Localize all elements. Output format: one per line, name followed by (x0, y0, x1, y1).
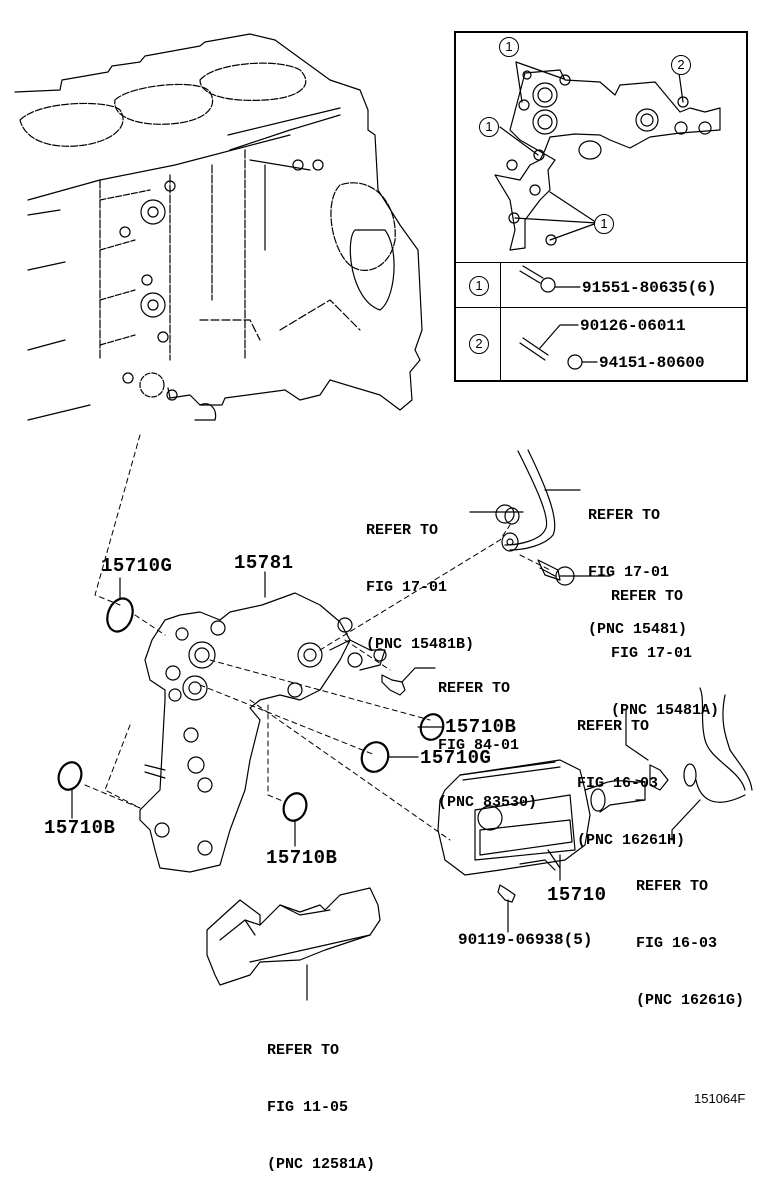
assembly-leader-lines (84, 434, 551, 841)
reference-note-83530: REFER TO FIG 84-01 (PNC 83530) (438, 680, 538, 811)
part-number-91551-80635: 91551-80635(6) (582, 279, 717, 297)
engine-block-illustration (14, 33, 423, 421)
oil-cooler-illustration (437, 759, 646, 933)
part-number-90126-06011: 90126-06011 (580, 317, 686, 335)
inset-gasket-outline (494, 61, 721, 251)
part-label-15710b-left: 15710B (44, 817, 116, 839)
part-label-15710g-mid: 15710G (420, 747, 492, 769)
reference-note-16261h: REFER TO FIG 16-03 (PNC 16261H) (577, 718, 686, 849)
callout-2: 2 (671, 55, 691, 75)
oil-cooler-bracket-illustration (139, 592, 387, 873)
inset-row-divider (454, 262, 748, 263)
reference-note-15481: REFER TO FIG 17-01 (PNC 15481) (588, 507, 688, 638)
inset-panel (454, 31, 748, 382)
oil-pan-baffle-illustration (206, 887, 381, 1001)
part-label-15710b-bottom: 15710B (266, 847, 338, 869)
exploded-parts-drawing (14, 33, 753, 1001)
inset-column-divider (500, 262, 501, 382)
water-hose-illustration (625, 687, 753, 841)
callout-1: 1 (499, 37, 519, 57)
oil-pipe-illustration (469, 449, 611, 586)
part-label-15710: 15710 (547, 884, 607, 906)
reference-note-12581a: REFER TO FIG 11-05 (PNC 12581A) (267, 1042, 376, 1173)
part-label-15710g-top: 15710G (101, 555, 173, 577)
inset-bolt-icons (519, 265, 598, 370)
part-label-leaders (71, 571, 443, 847)
figure-id: 151064F (694, 1091, 746, 1106)
inset-row-divider (454, 307, 748, 308)
table-key-1: 1 (469, 276, 489, 296)
callout-1: 1 (479, 117, 499, 137)
part-label-15781: 15781 (234, 552, 294, 574)
part-label-90119-06938: 90119-06938(5) (458, 931, 593, 949)
part-number-94151-80600: 94151-80600 (599, 354, 705, 372)
reference-note-16261g: REFER TO FIG 16-03 (PNC 16261G) (636, 878, 745, 1009)
reference-note-15481a: REFER TO FIG 17-01 (PNC 15481A) (611, 588, 720, 719)
callout-1: 1 (594, 214, 614, 234)
table-key-2: 2 (469, 334, 489, 354)
o-rings (57, 597, 445, 822)
oil-pressure-switch-illustration (381, 667, 436, 696)
reference-note-15481b: REFER TO FIG 17-01 (PNC 15481B) (366, 522, 475, 653)
part-label-15710b-right: 15710B (445, 716, 517, 738)
